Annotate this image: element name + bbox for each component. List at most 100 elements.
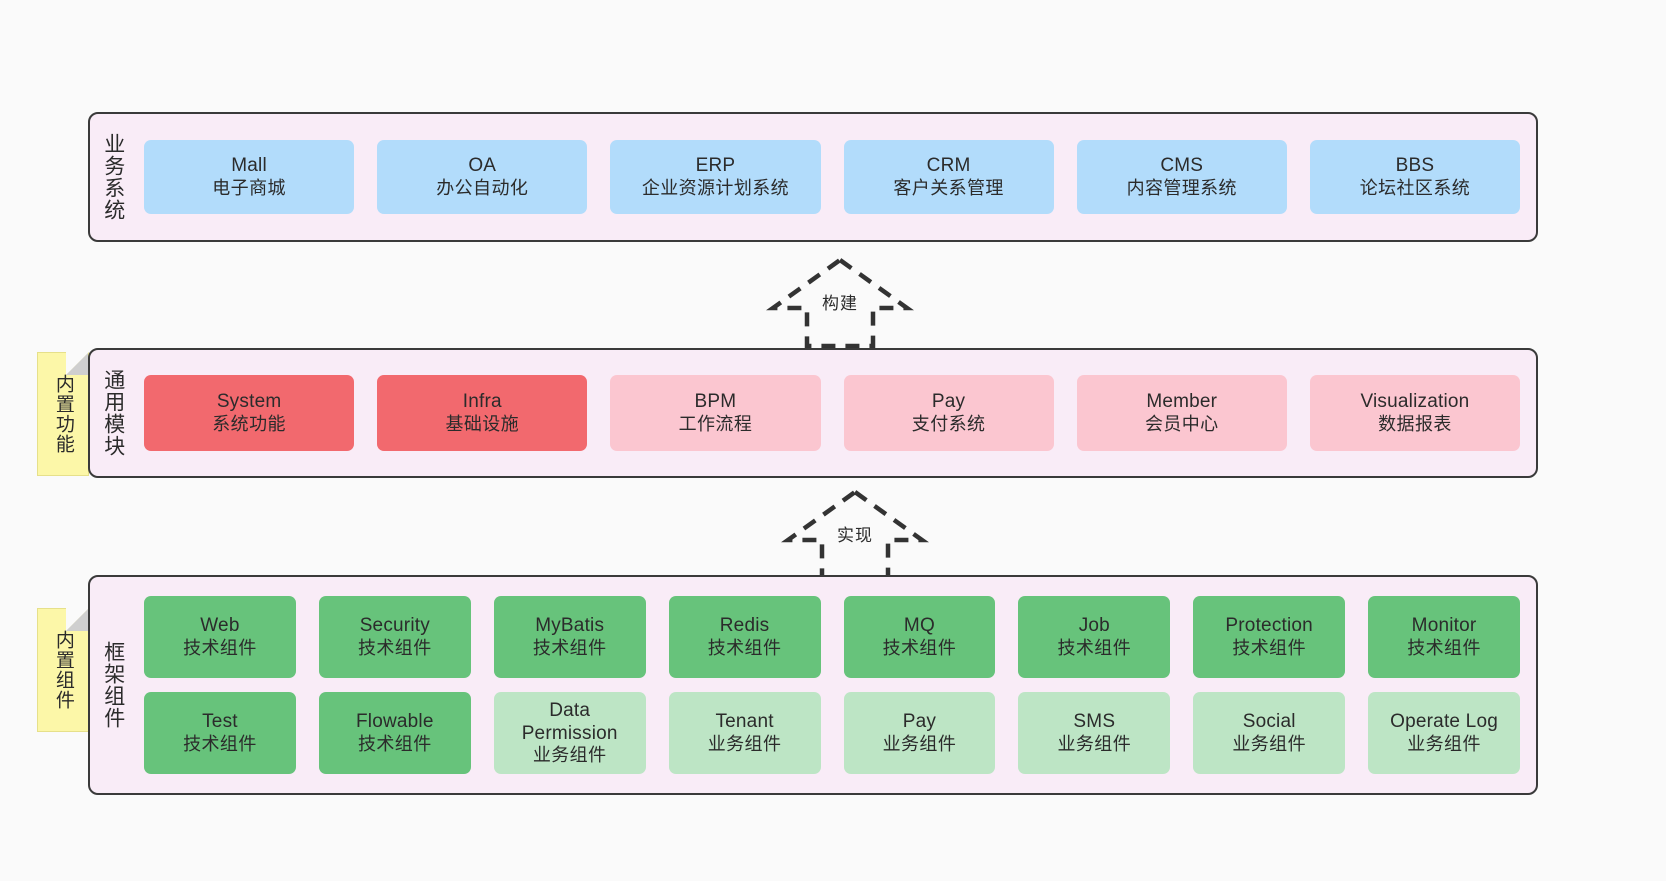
box-title: Data Permission — [521, 699, 618, 745]
box-subtitle: 数据报表 — [1378, 413, 1452, 434]
box-title: MyBatis — [535, 615, 605, 637]
layer-title-modules: 通用模块 — [101, 369, 125, 457]
box-title: Monitor — [1411, 615, 1477, 637]
box-subtitle: 技术组件 — [183, 733, 257, 754]
box-social[interactable]: Social 业务组件 — [1193, 692, 1346, 774]
box-web[interactable]: Web 技术组件 — [144, 596, 296, 678]
box-subtitle: 技术组件 — [1057, 637, 1132, 658]
box-title: System — [216, 391, 282, 413]
box-subtitle: 办公自动化 — [436, 177, 529, 198]
box-operate-log[interactable]: Operate Log 业务组件 — [1368, 692, 1520, 774]
box-row: Test 技术组件 Flowable 技术组件 Data Permission … — [144, 692, 1520, 774]
box-subtitle: 基础设施 — [445, 413, 520, 434]
box-title: Flowable — [355, 711, 434, 733]
box-subtitle: 客户关系管理 — [893, 177, 1004, 198]
box-subtitle: 论坛社区系统 — [1359, 177, 1471, 198]
box-visualization[interactable]: Visualization 数据报表 — [1309, 375, 1521, 451]
box-subtitle: 技术组件 — [882, 637, 957, 658]
box-pay-component[interactable]: Pay 业务组件 — [843, 692, 996, 774]
box-title: MQ — [903, 615, 935, 637]
box-subtitle: 电子商城 — [212, 177, 286, 198]
box-title: OA — [468, 155, 497, 177]
box-subtitle: 技术组件 — [358, 637, 432, 658]
box-pay-module[interactable]: Pay 支付系统 — [843, 375, 1054, 451]
arrow-implement: 实现 — [770, 488, 940, 581]
box-title: Pay — [931, 391, 966, 413]
box-title: Test — [202, 711, 238, 733]
box-tenant[interactable]: Tenant 业务组件 — [668, 692, 821, 774]
layer-title-business: 业务系统 — [101, 133, 125, 221]
box-erp[interactable]: ERP 企业资源计划系统 — [610, 140, 821, 214]
box-row: System 系统功能 Infra 基础设施 BPM 工作流程 Pay 支付系统… — [144, 375, 1521, 451]
box-test[interactable]: Test 技术组件 — [144, 692, 296, 774]
box-subtitle: 业务组件 — [1232, 733, 1306, 754]
box-title: Web — [200, 615, 240, 637]
box-subtitle: 支付系统 — [911, 413, 986, 434]
box-subtitle: 技术组件 — [532, 637, 607, 658]
box-sms[interactable]: SMS 业务组件 — [1018, 692, 1171, 774]
box-crm[interactable]: CRM 客户关系管理 — [843, 140, 1054, 214]
box-subtitle: 业务组件 — [1057, 733, 1132, 754]
box-data-permission[interactable]: Data Permission 业务组件 — [493, 692, 646, 774]
box-mall[interactable]: Mall 电子商城 — [144, 140, 355, 214]
note-label: 内置组件 — [52, 630, 74, 710]
box-oa[interactable]: OA 办公自动化 — [377, 140, 588, 214]
box-title: Infra — [462, 391, 502, 413]
box-subtitle: 内容管理系统 — [1126, 177, 1237, 198]
box-subtitle: 工作流程 — [678, 413, 753, 434]
note-builtin-functions: 内置功能 — [37, 352, 89, 476]
box-subtitle: 技术组件 — [1232, 637, 1306, 658]
arrow-build-label: 构建 — [819, 289, 861, 314]
layer-framework-components: 框架组件 Web 技术组件 Security 技术组件 MyBatis 技术组件… — [88, 575, 1538, 795]
box-member[interactable]: Member 会员中心 — [1076, 375, 1287, 451]
box-mybatis[interactable]: MyBatis 技术组件 — [493, 596, 646, 678]
box-title: Visualization — [1360, 391, 1470, 413]
layer-title-framework: 框架组件 — [101, 641, 125, 729]
box-title: CRM — [926, 155, 971, 177]
box-monitor[interactable]: Monitor 技术组件 — [1368, 596, 1520, 678]
box-job[interactable]: Job 技术组件 — [1018, 596, 1171, 678]
box-system[interactable]: System 系统功能 — [144, 375, 355, 451]
box-title: Security — [359, 615, 430, 637]
box-cms[interactable]: CMS 内容管理系统 — [1076, 140, 1287, 214]
box-title: CMS — [1160, 155, 1204, 177]
box-subtitle: 业务组件 — [707, 733, 782, 754]
box-subtitle: 企业资源计划系统 — [641, 177, 790, 198]
box-bpm[interactable]: BPM 工作流程 — [610, 375, 821, 451]
box-subtitle: 会员中心 — [1144, 413, 1219, 434]
box-title: BBS — [1395, 155, 1435, 177]
box-subtitle: 业务组件 — [1407, 733, 1481, 754]
box-subtitle: 技术组件 — [358, 733, 432, 754]
box-flowable[interactable]: Flowable 技术组件 — [318, 692, 471, 774]
box-title: Pay — [902, 711, 937, 733]
box-mq[interactable]: MQ 技术组件 — [843, 596, 996, 678]
box-row: Web 技术组件 Security 技术组件 MyBatis 技术组件 Redi… — [144, 596, 1520, 678]
box-row: Mall 电子商城 OA 办公自动化 ERP 企业资源计划系统 CRM 客户关系… — [144, 140, 1521, 214]
box-subtitle: 技术组件 — [1407, 637, 1481, 658]
note-label: 内置功能 — [52, 374, 74, 454]
box-security[interactable]: Security 技术组件 — [318, 596, 471, 678]
box-subtitle: 业务组件 — [882, 733, 957, 754]
layer-common-modules: 通用模块 System 系统功能 Infra 基础设施 BPM 工作流程 Pay… — [88, 348, 1538, 478]
box-subtitle: 系统功能 — [212, 413, 286, 434]
box-subtitle: 技术组件 — [707, 637, 782, 658]
box-title: Job — [1078, 615, 1110, 637]
layer-body-modules: System 系统功能 Infra 基础设施 BPM 工作流程 Pay 支付系统… — [136, 350, 1536, 476]
box-title: SMS — [1073, 711, 1116, 733]
arrow-implement-label: 实现 — [834, 521, 876, 546]
box-subtitle: 技术组件 — [183, 637, 257, 658]
box-bbs[interactable]: BBS 论坛社区系统 — [1309, 140, 1521, 214]
box-title: Mall — [231, 155, 267, 177]
arrow-build: 构建 — [755, 256, 925, 349]
box-redis[interactable]: Redis 技术组件 — [668, 596, 821, 678]
box-title: Member — [1146, 391, 1218, 413]
box-protection[interactable]: Protection 技术组件 — [1193, 596, 1346, 678]
box-title: Protection — [1225, 615, 1313, 637]
box-title: ERP — [695, 155, 736, 177]
box-title: BPM — [694, 391, 737, 413]
layer-body-framework: Web 技术组件 Security 技术组件 MyBatis 技术组件 Redi… — [136, 577, 1536, 793]
layer-business-system: 业务系统 Mall 电子商城 OA 办公自动化 ERP 企业资源计划系统 CRM… — [88, 112, 1538, 242]
box-title: Operate Log — [1390, 711, 1498, 733]
box-title: Redis — [719, 615, 770, 637]
box-infra[interactable]: Infra 基础设施 — [377, 375, 588, 451]
